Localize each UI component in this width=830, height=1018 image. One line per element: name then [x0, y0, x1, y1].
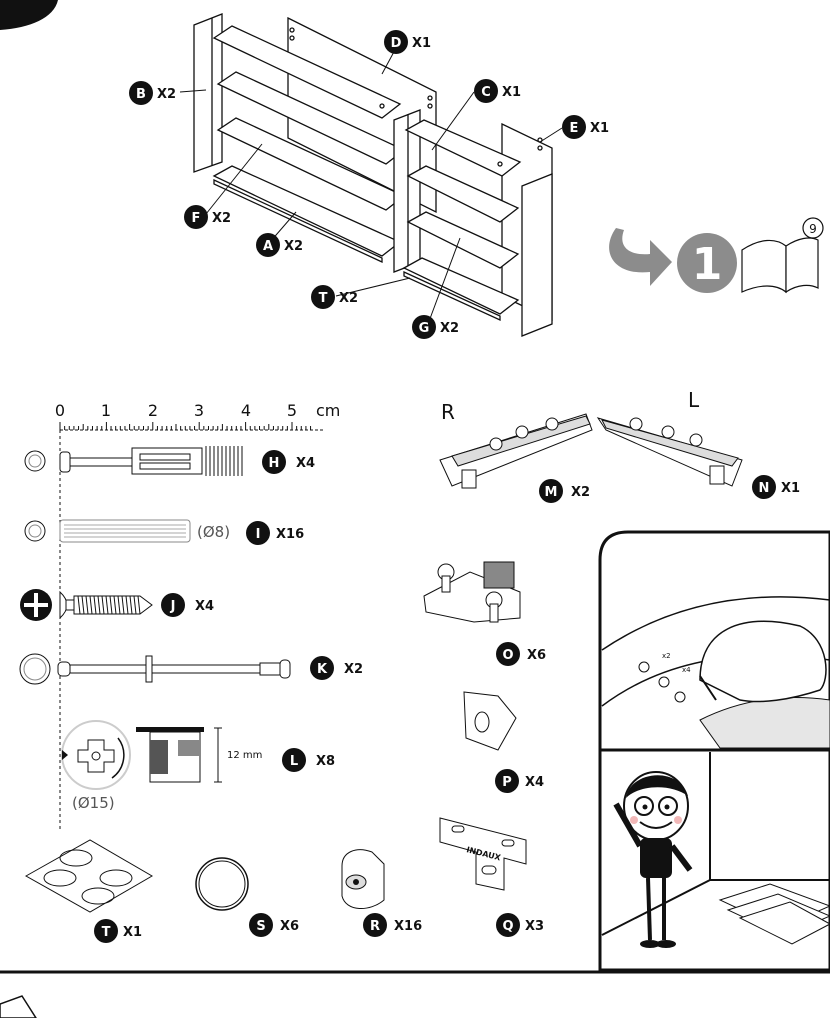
- hardware-Q: INDAUX Q X3: [439, 817, 544, 937]
- step-number: 1: [692, 239, 723, 290]
- step-number-circle: [677, 233, 737, 293]
- assembly-label-B: B X2: [129, 81, 176, 105]
- curved-arrow-icon: [609, 228, 672, 286]
- svg-text:X2: X2: [284, 239, 303, 254]
- svg-text:X1: X1: [123, 925, 142, 940]
- manual-book-icon: [741, 217, 824, 294]
- svg-text:O: O: [502, 648, 513, 663]
- svg-text:X1: X1: [412, 36, 431, 51]
- hardware-S: S X6: [195, 857, 299, 937]
- svg-text:F: F: [192, 211, 201, 226]
- svg-text:D: D: [391, 36, 402, 51]
- svg-text:N: N: [759, 481, 770, 496]
- svg-text:x4: x4: [682, 666, 691, 674]
- svg-text:I: I: [256, 527, 261, 542]
- ruler-tick-3: 3: [194, 401, 204, 420]
- hardware-P: P X4: [463, 691, 544, 793]
- ruler: 0 1 2 3 4 5 cm: [55, 401, 340, 830]
- svg-text:(Ø15): (Ø15): [72, 794, 115, 812]
- corner-badge: [0, 0, 58, 30]
- ruler-tick-0: 0: [55, 401, 65, 420]
- svg-text:L: L: [688, 388, 700, 412]
- hardware-N: L N X1: [596, 388, 800, 499]
- svg-text:X4: X4: [296, 456, 315, 471]
- svg-text:X16: X16: [394, 919, 422, 934]
- svg-text:Q: Q: [502, 919, 513, 934]
- page-reference: 9: [809, 222, 817, 236]
- ruler-tick-1: 1: [101, 401, 111, 420]
- svg-text:X16: X16: [276, 527, 304, 542]
- svg-text:J: J: [170, 599, 176, 614]
- svg-text:P: P: [502, 775, 512, 790]
- assembly-label-F: F X2: [184, 205, 231, 229]
- svg-text:X2: X2: [440, 321, 459, 336]
- svg-text:R: R: [441, 400, 455, 424]
- exploded-view: [193, 13, 553, 337]
- svg-text:X2: X2: [157, 87, 176, 102]
- svg-text:S: S: [256, 919, 265, 934]
- hardware-M: R M X2: [439, 400, 593, 503]
- svg-text:E: E: [570, 121, 579, 136]
- assembly-label-C: C X1: [474, 79, 521, 103]
- svg-text:X8: X8: [316, 754, 335, 769]
- svg-text:B: B: [136, 87, 146, 102]
- hardware-O: O X6: [423, 561, 546, 666]
- svg-text:X2: X2: [344, 662, 363, 677]
- svg-text:X1: X1: [590, 121, 609, 136]
- svg-text:X4: X4: [195, 599, 214, 614]
- ruler-tick-2: 2: [148, 401, 158, 420]
- hardware-J: J X4: [20, 589, 214, 621]
- svg-text:X3: X3: [525, 919, 544, 934]
- svg-text:C: C: [481, 85, 491, 100]
- svg-text:H: H: [269, 456, 280, 471]
- svg-text:12 mm: 12 mm: [227, 750, 262, 761]
- svg-text:G: G: [419, 321, 430, 336]
- assembly-label-G: G X2: [412, 315, 459, 339]
- svg-text:R: R: [370, 919, 380, 934]
- footer-icon: [0, 995, 37, 1018]
- assembly-label-T: T X2: [311, 285, 358, 309]
- hardware-R: R X16: [341, 849, 422, 937]
- svg-text:X6: X6: [280, 919, 299, 934]
- hardware-I: (Ø8) I X16: [24, 519, 304, 545]
- instruction-comic: x2 x4: [598, 530, 830, 972]
- svg-text:T: T: [102, 925, 111, 940]
- svg-text:X4: X4: [525, 775, 544, 790]
- assembly-label-D: D X1: [384, 30, 431, 54]
- assembly-label-E: E X1: [562, 115, 609, 139]
- svg-text:A: A: [263, 239, 273, 254]
- svg-text:M: M: [545, 485, 558, 500]
- assembly-label-A: A X2: [256, 233, 303, 257]
- svg-text:X2: X2: [571, 485, 590, 500]
- hardware-L: (Ø15) 12 mm L X8: [61, 720, 335, 812]
- svg-text:(Ø8): (Ø8): [197, 523, 230, 541]
- hardware-H: H X4: [24, 446, 315, 476]
- hardware-T: T X1: [24, 839, 153, 943]
- svg-text:x2: x2: [662, 652, 671, 660]
- ruler-tick-5: 5: [287, 401, 297, 420]
- svg-text:X1: X1: [781, 481, 800, 496]
- svg-text:X1: X1: [502, 85, 521, 100]
- svg-text:X2: X2: [339, 291, 358, 306]
- svg-text:X6: X6: [527, 648, 546, 663]
- svg-text:K: K: [317, 662, 328, 677]
- ruler-tick-4: 4: [241, 401, 251, 420]
- hardware-K: K X2: [19, 653, 363, 685]
- leader-lines: [179, 47, 563, 325]
- ruler-unit: cm: [316, 401, 340, 420]
- svg-text:T: T: [319, 291, 328, 306]
- svg-text:X2: X2: [212, 211, 231, 226]
- svg-text:L: L: [290, 754, 298, 769]
